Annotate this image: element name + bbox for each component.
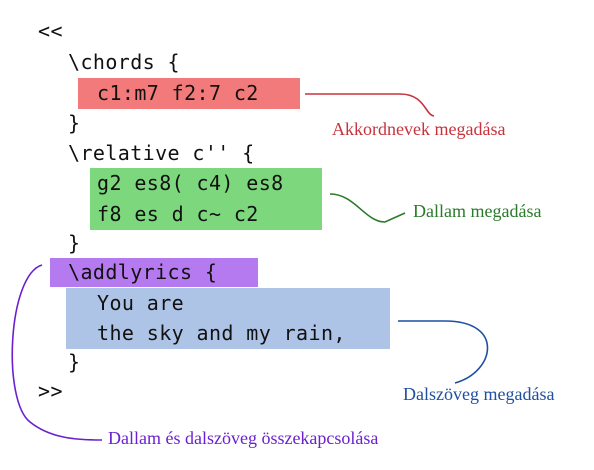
code-melody-line1: g2 es8( c4) es8 bbox=[97, 171, 284, 195]
melody-annotation: Dallam megadása bbox=[413, 201, 542, 221]
addlyrics-highlight bbox=[50, 258, 258, 287]
chords-annotation: Akkordnevek megadása bbox=[332, 119, 506, 139]
code-relative-open: \relative c'' { bbox=[68, 141, 255, 165]
code-close-chords: } bbox=[68, 111, 81, 135]
code-close-all: >> bbox=[38, 379, 63, 403]
code-lyrics-line2: the sky and my rain, bbox=[97, 321, 346, 345]
link-connector bbox=[11, 264, 103, 441]
code-lyrics-line1: You are bbox=[97, 291, 185, 315]
chords-highlight bbox=[78, 78, 300, 109]
melody-highlight bbox=[90, 168, 322, 230]
code-chords-open: \chords { bbox=[68, 50, 180, 74]
code-close-relative: } bbox=[68, 231, 81, 255]
code-melody-line2: f8 es d c~ c2 bbox=[97, 202, 259, 226]
code-addlyrics-open: \addlyrics { bbox=[68, 260, 218, 284]
lyrics-connector bbox=[398, 320, 489, 384]
code-chords-body: c1:m7 f2:7 c2 bbox=[97, 81, 259, 105]
lyrics-highlight bbox=[66, 288, 390, 349]
link-annotation: Dallam és dalszöveg összekapcsolása bbox=[108, 428, 379, 448]
lyrics-annotation: Dalszöveg megadása bbox=[403, 384, 555, 404]
melody-connector bbox=[329, 193, 406, 223]
code-close-addlyrics: } bbox=[68, 350, 81, 374]
code-open: << bbox=[38, 19, 63, 43]
chords-connector bbox=[305, 93, 435, 117]
